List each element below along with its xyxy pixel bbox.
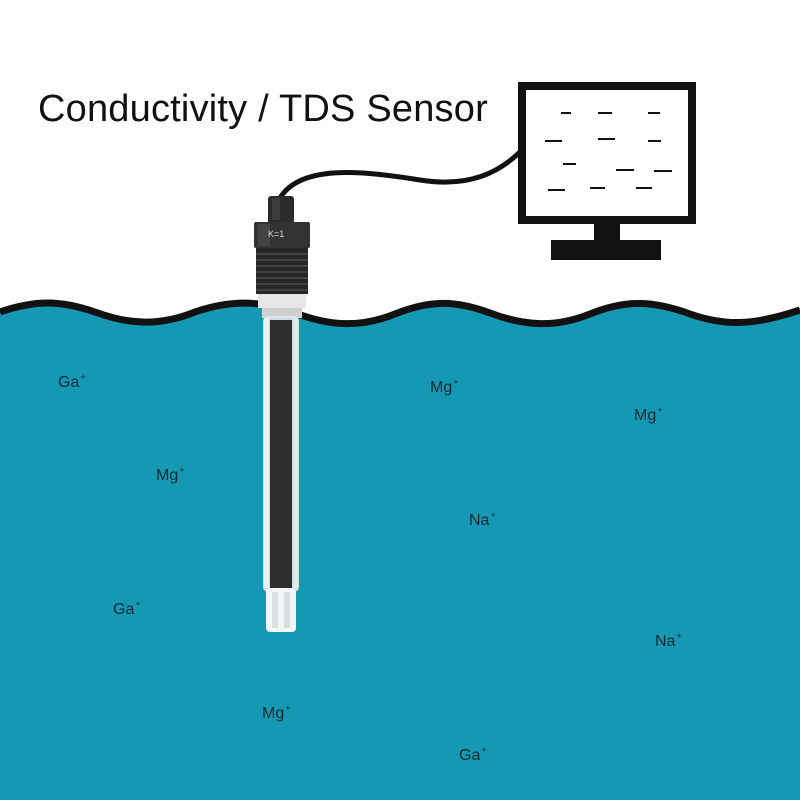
ion-label: Na+ — [655, 631, 682, 650]
ion-label: Mg+ — [430, 377, 459, 396]
monitor-icon — [518, 82, 696, 260]
ion-label: Na+ — [469, 510, 496, 529]
sensor-cable — [277, 147, 525, 201]
screen-readout-dashes — [545, 112, 672, 191]
ion-label: Ga+ — [459, 745, 487, 764]
probe-cell-constant-label: K=1 — [268, 229, 285, 239]
ion-label: Mg+ — [262, 703, 291, 722]
water-body — [0, 303, 800, 800]
monitor-screen — [518, 82, 696, 224]
probe-cap — [268, 196, 294, 224]
ion-label: Mg+ — [156, 465, 185, 484]
monitor-base — [551, 240, 661, 260]
probe-electrode-tip — [266, 588, 296, 632]
ion-label: Ga+ — [58, 372, 86, 391]
ion-label: Ga+ — [113, 599, 141, 618]
probe-inner-rod — [270, 320, 292, 588]
conductivity-probe-icon — [254, 196, 310, 632]
probe-collar — [258, 294, 306, 308]
monitor-neck — [594, 222, 620, 242]
diagram-title: Conductivity / TDS Sensor — [38, 88, 488, 130]
probe-thread — [256, 248, 308, 294]
ion-label: Mg+ — [634, 405, 663, 424]
water-surface-line — [0, 299, 800, 328]
